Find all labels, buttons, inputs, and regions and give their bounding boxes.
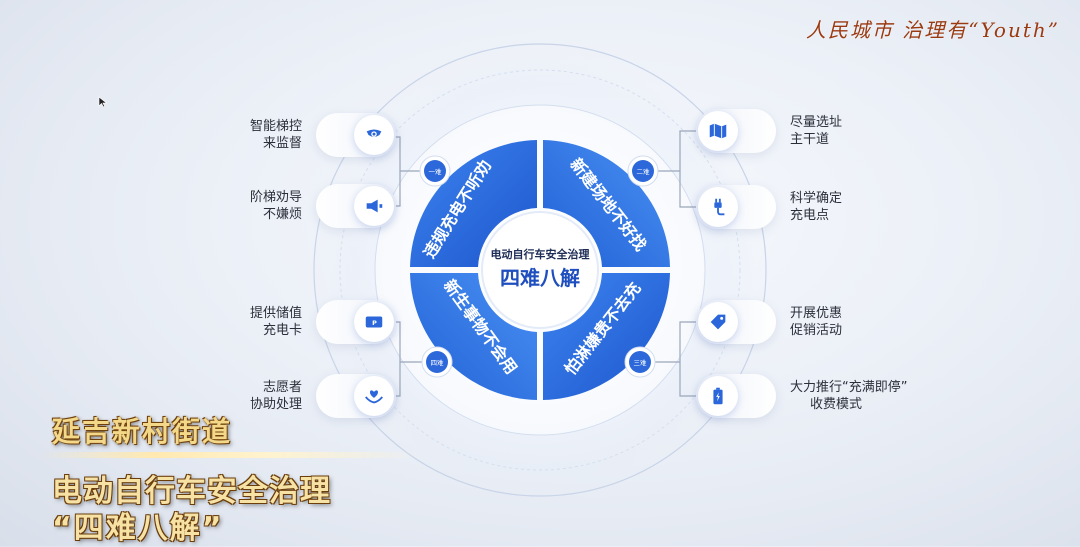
quadrant-top-left <box>410 140 537 267</box>
right-connectors <box>655 130 703 397</box>
solution-label: 开展优惠 促销活动 <box>790 306 843 338</box>
tag-1 <box>419 155 451 187</box>
tag-3-label: 三难 <box>634 358 648 367</box>
heart-hands-icon <box>354 376 394 416</box>
camera-icon <box>354 115 394 155</box>
tag-icon <box>698 302 738 342</box>
tag-3 <box>624 346 656 378</box>
tag-2-label: 二难 <box>637 167 651 176</box>
solution-label: 科学确定 充电点 <box>790 191 843 223</box>
caption-divider <box>40 452 420 458</box>
tag-4 <box>421 346 453 378</box>
megaphone-icon <box>354 186 394 226</box>
solution-item: 科学确定 充电点 <box>696 185 890 229</box>
solution-item: 智能梯控 来监督 <box>232 113 396 157</box>
solution-label: 尽量选址 主干道 <box>790 115 843 147</box>
outer-ring-2 <box>339 69 741 471</box>
tag-4-label: 四难 <box>431 358 445 367</box>
card-icon: P <box>354 302 394 342</box>
solution-label: 志愿者 协助处理 <box>249 380 302 412</box>
donut <box>410 140 670 400</box>
solution-item: 大力推行“充满即停” 收费模式 <box>696 374 930 418</box>
tag-2 <box>627 155 659 187</box>
solution-item: 提供储值 充电卡 P <box>232 300 396 344</box>
solution-label: 大力推行“充满即停” 收费模式 <box>790 380 908 412</box>
svg-text:P: P <box>372 319 377 327</box>
quadrant-top-right <box>543 140 670 267</box>
center-subtitle: 电动自行车安全治理 <box>491 247 590 261</box>
solution-label: 阶梯劝导 不嫌烦 <box>249 190 302 222</box>
solution-item: 志愿者 协助处理 <box>232 374 396 418</box>
center-disc <box>482 212 598 328</box>
caption-subtitle: “四难八解” <box>52 511 224 546</box>
map-icon <box>698 111 738 151</box>
plug-icon <box>698 187 738 227</box>
outer-ring <box>313 43 767 497</box>
solution-item: 开展优惠 促销活动 <box>696 300 890 344</box>
quadrant-bottom-right <box>543 273 670 400</box>
channel-watermark: 人民城市 治理有“Youth” <box>805 18 1060 42</box>
mouse-cursor-icon <box>98 96 108 108</box>
quadrant-bottom-left <box>410 273 537 400</box>
solution-item: 阶梯劝导 不嫌烦 <box>232 184 396 228</box>
center-title: 四难八解 <box>500 266 580 290</box>
caption-location: 延吉新村街道 <box>52 415 233 448</box>
caption-title: 电动自行车安全治理 <box>52 474 331 509</box>
battery-icon <box>698 376 738 416</box>
solution-label: 智能梯控 来监督 <box>249 119 302 151</box>
solution-label: 提供储值 充电卡 <box>249 306 302 338</box>
tag-1-label: 一难 <box>429 167 443 176</box>
solution-item: 尽量选址 主干道 <box>696 109 890 153</box>
